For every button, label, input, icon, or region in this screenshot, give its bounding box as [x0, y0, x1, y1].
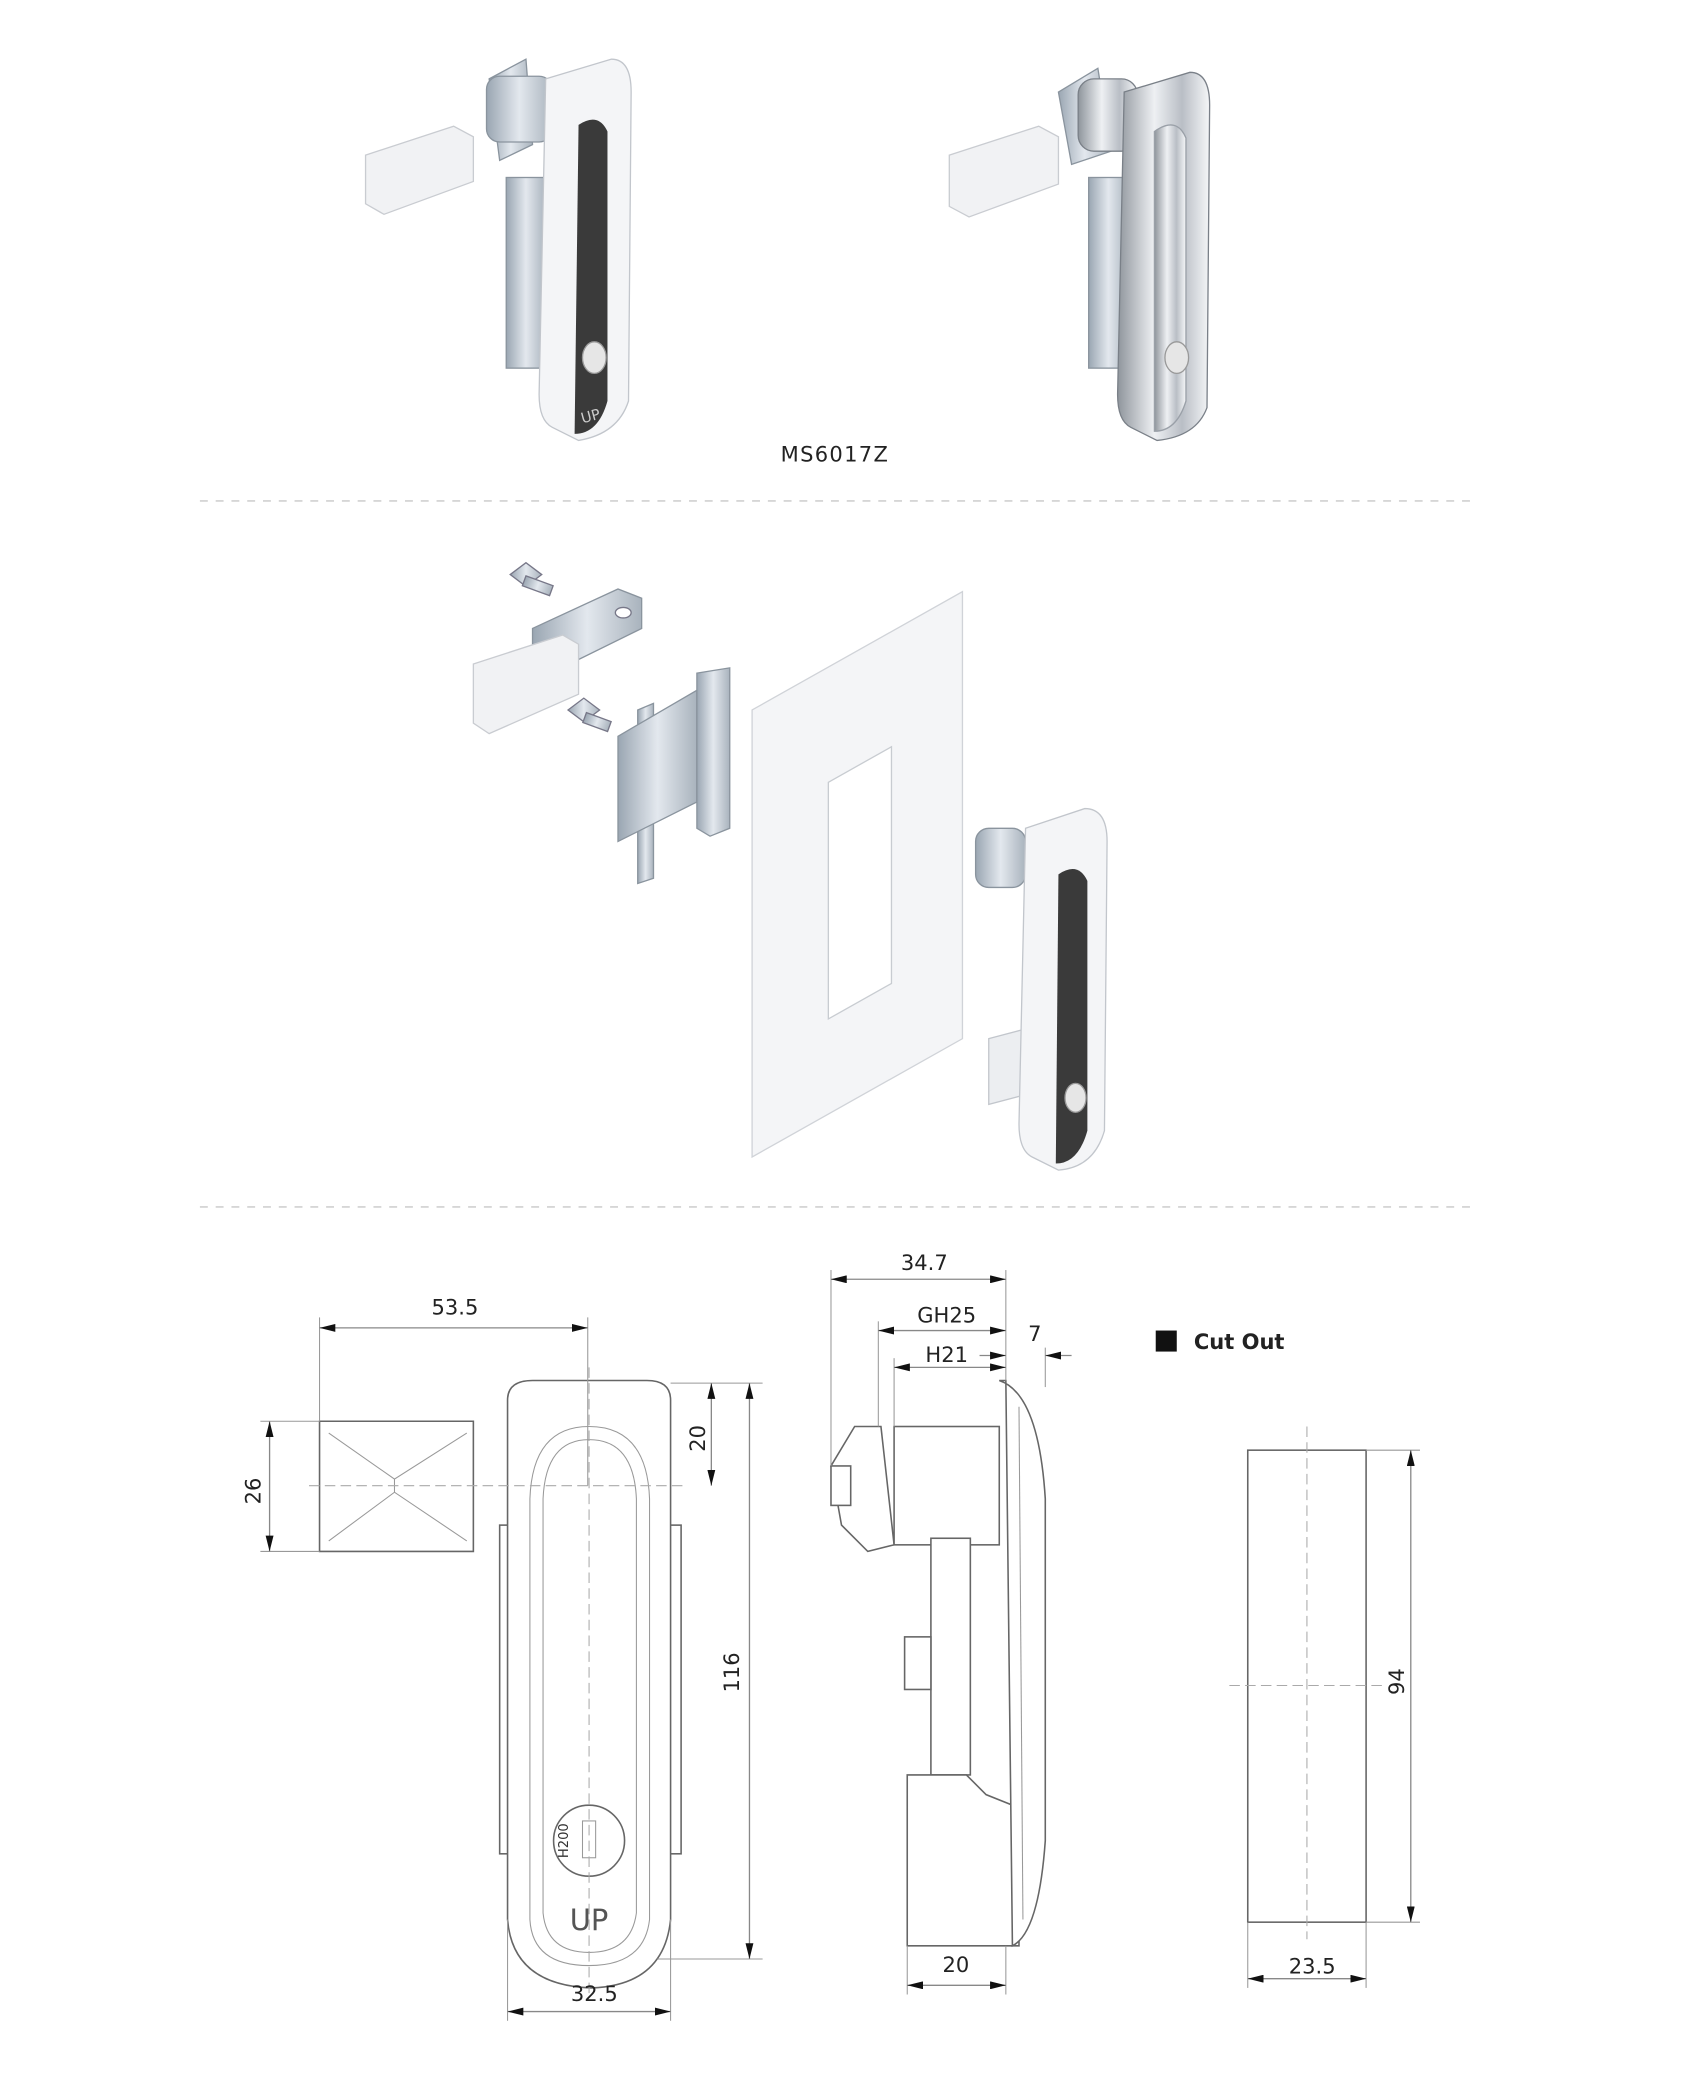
dim-cutout-width: 23.5 [1289, 1953, 1336, 1978]
dim-lever-height: 26 [240, 1478, 265, 1505]
cutout-drawing: Cut Out 94 23.5 [1155, 1329, 1420, 1988]
keyhole-icon [581, 341, 607, 375]
dim-cutout-height: 94 [1384, 1668, 1409, 1695]
dim-top-offset: 20 [685, 1425, 710, 1452]
cutout-legend-square-icon [1155, 1330, 1177, 1352]
dim-gh: GH25 [917, 1303, 976, 1328]
panel-cutout [827, 745, 893, 1021]
side-view-drawing [830, 1379, 1047, 1948]
key-code-text: H200 [557, 1823, 572, 1858]
dim-height: 116 [719, 1652, 744, 1692]
dim-depth: 34.7 [901, 1250, 948, 1275]
front-view-dimensions: 53.5 26 20 116 32.5 [240, 1295, 763, 2021]
exploded-view-image [472, 561, 1108, 1171]
cutout-title: Cut Out [1194, 1329, 1285, 1354]
side-view-dimensions: 34.7 GH25 H21 7 20 [830, 1250, 1072, 1995]
up-mark: UP [579, 407, 602, 428]
screw-icon [566, 697, 612, 733]
dim-thickness: 7 [1028, 1321, 1041, 1346]
product-image-chrome-handle [948, 67, 1211, 442]
model-label: MS6017Z [781, 441, 890, 466]
dim-base: 20 [943, 1952, 970, 1977]
dim-h: H21 [925, 1342, 968, 1367]
keyhole-icon [1064, 1082, 1087, 1113]
keyhole-icon [1164, 341, 1190, 375]
dim-width: 32.5 [571, 1981, 618, 2006]
handle-grip [574, 119, 608, 434]
dim-lever-width: 53.5 [432, 1295, 479, 1320]
screw-icon [509, 561, 554, 597]
front-view-drawing: H200 UP [309, 1367, 684, 1999]
product-image-white-handle: UP [364, 58, 632, 442]
